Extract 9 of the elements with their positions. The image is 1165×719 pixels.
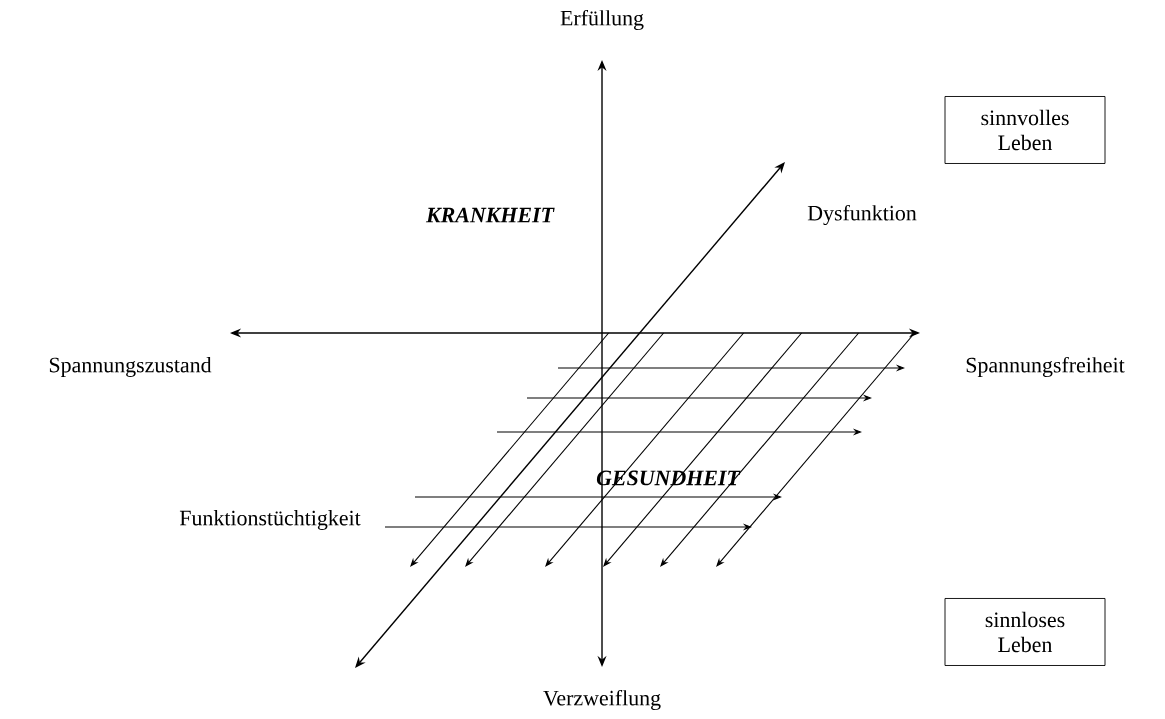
axis-label: Dysfunktion: [807, 204, 917, 226]
axis-label: Spannungszustand: [49, 357, 212, 377]
axis-label: Funktionstüchtigkeit: [179, 510, 361, 530]
text-box: sinnloses Leben: [944, 598, 1106, 666]
axis-label: Erfüllung: [560, 9, 644, 31]
axis-label: Verzweiflung: [543, 689, 661, 711]
axis-label: Spannungsfreiheit: [966, 356, 1125, 378]
region-label: KRANKHEIT: [425, 207, 555, 223]
text-box: sinnvolles Leben: [944, 96, 1106, 164]
